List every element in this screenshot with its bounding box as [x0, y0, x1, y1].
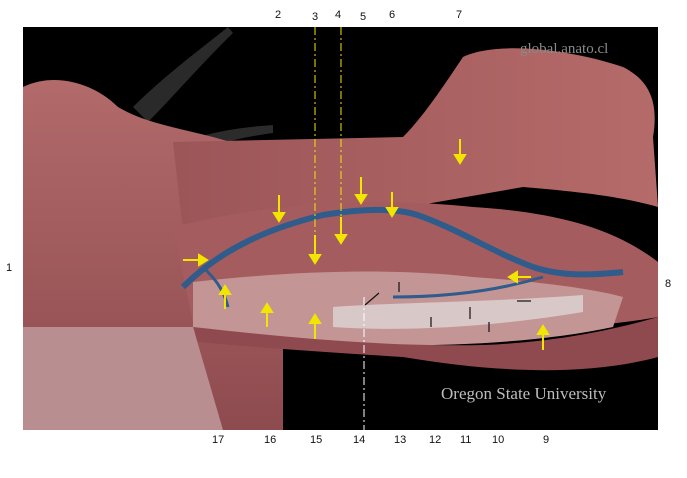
watermark-institution: Oregon State University	[441, 384, 607, 403]
label-top-6: 6	[389, 9, 396, 21]
label-bottom-13: 13	[394, 434, 407, 446]
claw-shape	[133, 27, 233, 122]
vein-main	[180, 206, 624, 290]
label-top-2: 2	[275, 9, 282, 21]
vein-lower	[392, 275, 544, 299]
wing-lower-region	[193, 317, 658, 371]
label-bottom-15: 15	[310, 434, 323, 446]
black-arrows	[364, 282, 531, 332]
label-bottom-12: 12	[429, 434, 442, 446]
specimen-illustration	[23, 27, 658, 430]
label-top-3: 3	[312, 11, 319, 23]
label-bottom-10: 10	[492, 434, 505, 446]
label-bottom-9: 9	[543, 434, 550, 446]
watermark-site: global.anato.cl	[520, 41, 609, 57]
vein-branch	[201, 265, 230, 308]
label-right-8: 8	[665, 278, 672, 290]
label-top-7: 7	[456, 9, 463, 21]
dissection-photo: global.anato.cl Oregon State University	[23, 27, 658, 430]
pale-lower-patch	[23, 327, 223, 430]
wing-upper-region	[173, 48, 658, 232]
label-bottom-14: 14	[353, 434, 366, 446]
label-bottom-17: 17	[212, 434, 225, 446]
tendon-band	[333, 295, 583, 329]
yellow-arrows	[183, 139, 550, 350]
label-left-1: 1	[6, 262, 13, 274]
label-top-5: 5	[360, 11, 367, 23]
label-bottom-16: 16	[264, 434, 277, 446]
label-top-4: 4	[335, 9, 342, 21]
label-bottom-11: 11	[460, 434, 472, 446]
